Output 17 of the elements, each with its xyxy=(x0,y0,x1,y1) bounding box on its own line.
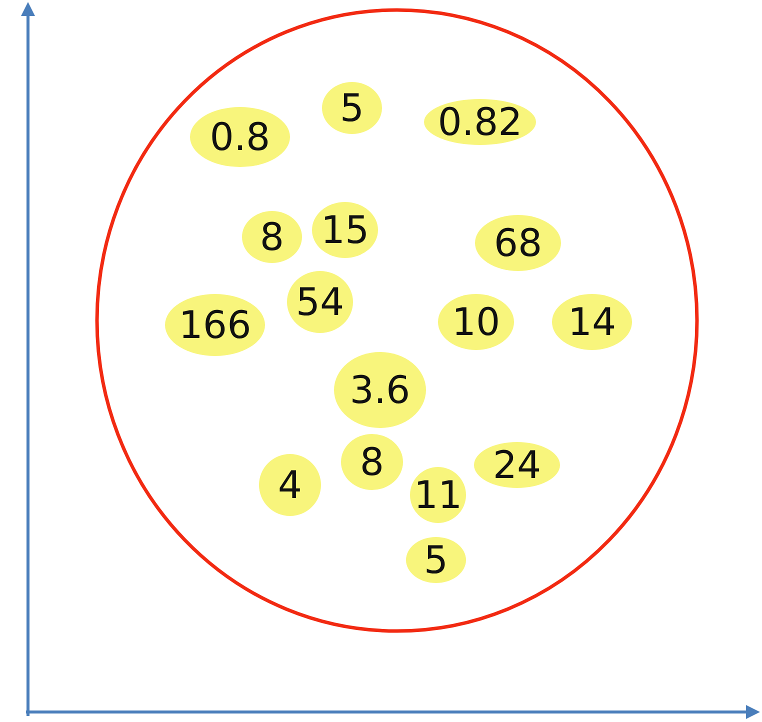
number-label: 14 xyxy=(568,303,616,341)
number-label: 166 xyxy=(178,306,252,344)
number-label: 5 xyxy=(340,89,364,127)
number-label: 3.6 xyxy=(350,371,410,409)
circle-outline xyxy=(95,8,699,633)
number-label: 5 xyxy=(424,541,448,579)
number-label: 8 xyxy=(260,218,284,256)
number-label: 24 xyxy=(492,446,542,484)
number-label: 10 xyxy=(452,303,500,341)
number-label: 68 xyxy=(494,224,542,262)
number-label: 8 xyxy=(360,443,384,481)
number-label: 0.8 xyxy=(210,118,270,156)
number-label: 4 xyxy=(278,466,302,504)
number-label: 11 xyxy=(414,476,462,514)
number-label: 15 xyxy=(320,211,370,249)
number-label: 54 xyxy=(296,283,344,321)
number-label: 0.82 xyxy=(438,103,522,141)
